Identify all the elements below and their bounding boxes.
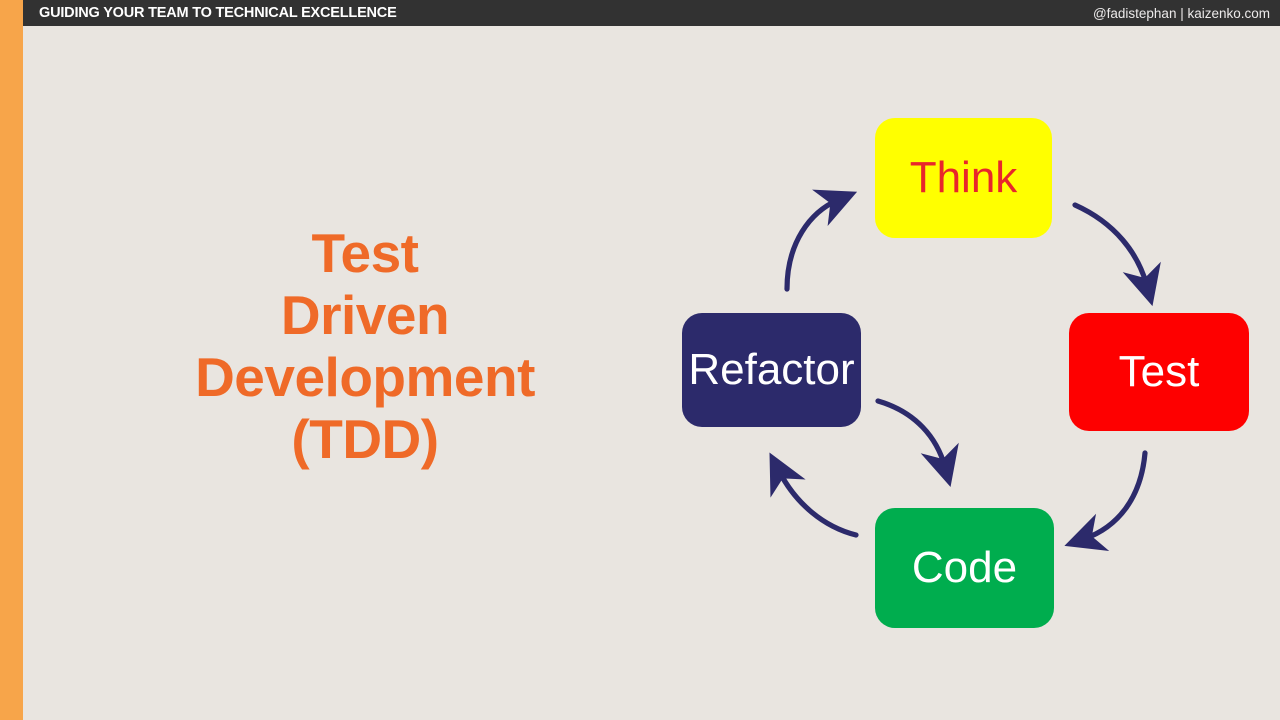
title-line-1: Test — [311, 222, 419, 284]
page-title: Test Driven Development (TDD) — [60, 222, 670, 470]
arrow-refactor-to-think — [784, 189, 858, 292]
arrow-code-to-refactor — [769, 452, 859, 538]
title-line-4: (TDD) — [291, 408, 439, 470]
arrow-test-to-code — [1064, 450, 1148, 552]
tdd-cycle-diagram: Think Test Code Refactor — [660, 90, 1270, 660]
cycle-node-test-label: Test — [1118, 347, 1200, 396]
title-line-2: Driven — [280, 284, 450, 346]
cycle-node-code[interactable]: Code — [875, 508, 1054, 628]
cycle-node-refactor[interactable]: Refactor — [682, 313, 861, 427]
arrow-think-to-test — [1072, 202, 1161, 307]
cycle-node-refactor-label: Refactor — [688, 345, 855, 394]
cycle-node-think-label: Think — [909, 153, 1018, 202]
cycle-node-think[interactable]: Think — [875, 118, 1052, 238]
left-accent-bar — [0, 0, 23, 720]
header-title: GUIDING YOUR TEAM TO TECHNICAL EXCELLENC… — [39, 5, 397, 21]
title-line-3: Development — [195, 346, 535, 408]
cycle-node-test[interactable]: Test — [1069, 313, 1249, 431]
header-bar: GUIDING YOUR TEAM TO TECHNICAL EXCELLENC… — [23, 0, 1280, 26]
arrow-refactor-to-code — [875, 398, 959, 488]
cycle-node-code-label: Code — [911, 543, 1018, 592]
header-handle: @fadistephan | kaizenko.com — [1092, 5, 1270, 21]
